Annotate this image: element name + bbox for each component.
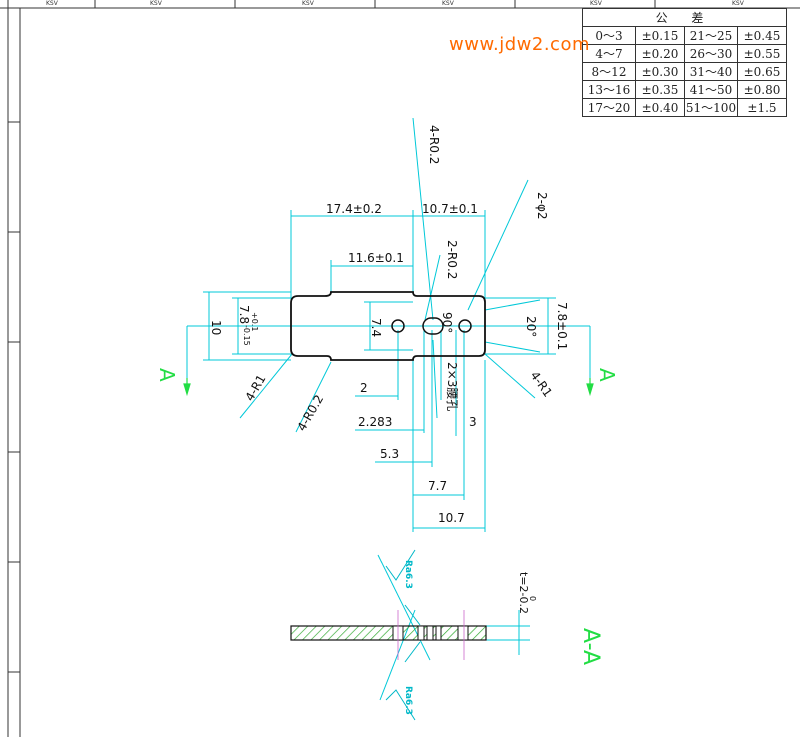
roughness-top: Ra6.3 (403, 560, 413, 589)
title-cell: KSV (46, 0, 58, 7)
dim-corner-r-top: 4-R0.2 (427, 125, 441, 164)
title-cell: KSV (590, 0, 602, 7)
part-outline (290, 291, 486, 361)
table-cell: ±0.40 (635, 98, 685, 117)
section-arrows (183, 378, 594, 397)
table-row: 13～16 ±0.35 41～50 ±0.80 (582, 80, 787, 99)
dim-right-length: 10.7±0.1 (422, 202, 478, 216)
dim-neck-length: 11.6±0.1 (348, 251, 404, 265)
watermark: www.jdw2.com (449, 34, 590, 55)
tolerance-header: 公 差 (582, 8, 787, 27)
table-cell: 31～40 (684, 62, 738, 81)
table-cell: 21～25 (684, 26, 738, 45)
hole-right (458, 319, 472, 333)
section-mark-right: A (595, 368, 619, 382)
table-row: 17～20 ±0.40 51～100 ±1.5 (582, 98, 787, 117)
roughness-bottom: Ra6.3 (403, 686, 413, 715)
waist-slot (422, 317, 444, 335)
dim-thickness-upper: 0 (528, 596, 537, 601)
table-cell: ±0.15 (635, 26, 685, 45)
dim-angle-20: 20° (524, 316, 538, 337)
dim-corner-r-neck: 4-R0.2 (294, 392, 326, 433)
dim-height: 7.8±0.1 (555, 302, 569, 350)
table-cell: 51～100 (684, 98, 738, 117)
table-cell: 0～3 (582, 26, 636, 45)
table-cell: ±0.45 (737, 26, 787, 45)
table-row: 4～7 ±0.20 26～30 ±0.55 (582, 44, 787, 63)
section-letters: A A A-A (155, 368, 619, 665)
table-cell: ±0.65 (737, 62, 787, 81)
table-cell: 4～7 (582, 44, 636, 63)
table-cell: 17～20 (582, 98, 636, 117)
table-cell: ±0.20 (635, 44, 685, 63)
dim-height-left-tol-upper: +0.1 (250, 312, 259, 331)
dim-slot-r: 2-R0.2 (445, 240, 459, 279)
hole-left (391, 319, 405, 333)
section-title: A-A (578, 628, 603, 665)
dim-overall-length: 17.4±0.2 (326, 202, 382, 216)
table-cell: ±0.80 (737, 80, 787, 99)
title-cell: KSV (442, 0, 454, 7)
roughness-symbols (385, 549, 421, 721)
table-cell: 26～30 (684, 44, 738, 63)
table-cell: 13～16 (582, 80, 636, 99)
tolerance-table: 公 差 0～3 ±0.15 21～25 ±0.45 4～7 ±0.20 26～3… (582, 8, 787, 117)
title-cell: KSV (150, 0, 162, 7)
table-cell: 8～12 (582, 62, 636, 81)
dim-2: 2 (360, 381, 368, 395)
dim-2283: 2.283 (358, 415, 392, 429)
section-view (290, 610, 487, 660)
dim-total-height: 10 (209, 320, 223, 335)
table-cell: ±1.5 (737, 98, 787, 117)
dimension-labels: 17.4±0.2 10.7±0.1 11.6±0.1 4-R0.2 2-R0.2… (209, 125, 569, 614)
title-cell: KSV (302, 0, 314, 7)
title-cell: KSV (732, 0, 744, 7)
section-mark-left: A (155, 368, 179, 382)
dim-107: 10.7 (438, 511, 465, 525)
table-cell: 41～50 (684, 80, 738, 99)
dim-height-left: 7.8 (237, 305, 251, 324)
dim-thickness: t=2-0.2 (517, 572, 530, 614)
table-row: 8～12 ±0.30 31～40 ±0.65 (582, 62, 787, 81)
table-cell: ±0.55 (737, 44, 787, 63)
table-row: 0～3 ±0.15 21～25 ±0.45 (582, 26, 787, 45)
dim-height-left-tol-lower: -0.15 (242, 325, 251, 346)
dim-holes: 2-φ2 (535, 192, 549, 220)
table-cell: ±0.30 (635, 62, 685, 81)
table-cell: ±0.35 (635, 80, 685, 99)
roughness-labels: Ra6.3 Ra6.3 (403, 560, 413, 715)
dim-3: 3 (469, 415, 477, 429)
dim-angle-90: 90° (440, 312, 454, 333)
dim-neck-height: 7.4 (369, 318, 383, 337)
dim-53: 5.3 (380, 447, 399, 461)
dim-slot-label: 2×3腰孔 (445, 362, 459, 411)
dim-77: 7.7 (428, 479, 447, 493)
